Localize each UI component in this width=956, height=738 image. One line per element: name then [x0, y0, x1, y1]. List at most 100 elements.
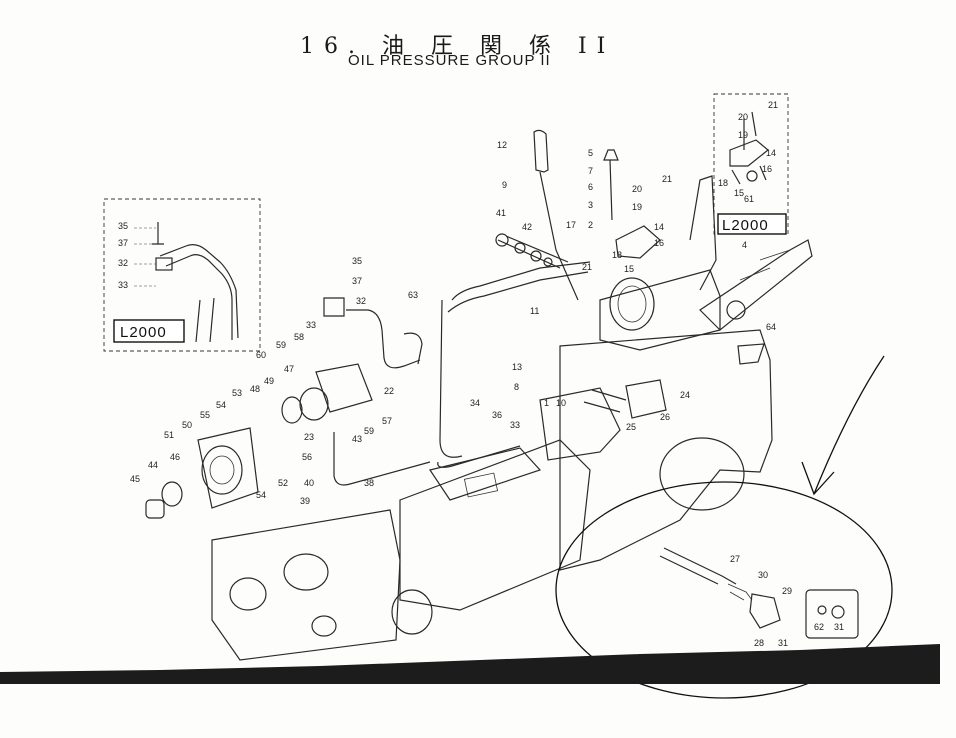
cover-64	[737, 343, 765, 365]
part-callout-c21b: 21	[582, 262, 592, 272]
transmission-housing	[559, 175, 813, 571]
part-callout-c44: 44	[148, 460, 158, 470]
part-callout-c52: 52	[278, 478, 288, 488]
part-callout-c35b: 35	[352, 256, 362, 266]
lift-arm-upright	[689, 175, 717, 291]
cover-23	[299, 387, 329, 421]
right-model-label: L2000	[722, 217, 769, 234]
front-housing-bore-a	[283, 553, 329, 591]
sleeve-45	[145, 499, 165, 519]
part-callout-c31a: 31	[778, 638, 788, 648]
part-callout-c25: 25	[626, 422, 636, 432]
right-model-box	[717, 213, 787, 235]
right-inset-border	[713, 93, 789, 235]
gearbox-bore	[391, 589, 433, 635]
part-callout-c15a: 15	[624, 264, 634, 274]
part-callout-c47: 47	[284, 364, 294, 374]
inset-pin-15	[731, 165, 767, 185]
part-callout-c33b: 33	[510, 420, 520, 430]
part-callout-c27: 27	[730, 554, 740, 564]
part-callout-c59a: 59	[276, 340, 286, 350]
part-callout-c20a: 20	[632, 184, 642, 194]
part-callout-c10: 10	[556, 398, 566, 408]
valve-block-22	[315, 363, 373, 413]
center-body	[391, 387, 621, 635]
pipe-upper	[447, 261, 591, 313]
part-callout-c20b: 20	[738, 112, 748, 122]
part-callout-c21a: 21	[662, 174, 672, 184]
part-callout-c54b: 54	[256, 490, 266, 500]
part-callout-c37a: 37	[118, 238, 128, 248]
shaft-10	[583, 389, 627, 413]
inset-lever-14	[729, 139, 769, 167]
cap-41	[495, 233, 509, 247]
part-callout-c28: 28	[754, 638, 764, 648]
part-callout-c21c: 21	[768, 100, 778, 110]
part-callout-c40: 40	[304, 478, 314, 488]
left-model-label: L2000	[120, 324, 167, 341]
part-callout-c15b: 15	[734, 188, 744, 198]
part-callout-c4: 4	[742, 240, 747, 250]
part-callout-c36: 36	[492, 410, 502, 420]
lever-knob-12	[533, 129, 549, 173]
part-callout-c18a: 18	[612, 250, 622, 260]
pump-face	[201, 445, 243, 495]
lift-arm	[699, 239, 813, 331]
part-callout-c17: 17	[566, 220, 576, 230]
part-callout-c51: 51	[164, 430, 174, 440]
bracket-29	[749, 593, 781, 629]
part-callout-c2: 2	[588, 220, 593, 230]
part-callout-c45: 45	[130, 474, 140, 484]
part-callout-c49: 49	[264, 376, 274, 386]
inset-pipe-32	[159, 244, 239, 340]
hand-drawn-arrow	[801, 355, 885, 496]
part-callout-c24: 24	[680, 390, 690, 400]
front-housing	[211, 509, 401, 661]
part-callout-c34: 34	[470, 398, 480, 408]
part-callout-c16a: 16	[654, 238, 664, 248]
pump-assembly	[145, 297, 373, 519]
clamp-block	[323, 297, 345, 317]
part-callout-c55: 55	[200, 410, 210, 420]
valve-24	[625, 379, 667, 419]
hydraulic-pipes	[333, 261, 591, 486]
lever-rod-9	[539, 171, 579, 301]
part-callout-c12: 12	[497, 140, 507, 150]
part-callout-c5: 5	[588, 148, 593, 158]
part-callout-c48: 48	[250, 384, 260, 394]
part-callout-c6: 6	[588, 182, 593, 192]
part-callout-c7: 7	[588, 166, 593, 176]
part-callout-c29: 29	[782, 586, 792, 596]
part-callout-c23: 23	[304, 432, 314, 442]
left-model-box	[113, 319, 185, 343]
part-callout-c33c: 33	[306, 320, 316, 330]
part-callout-c62: 62	[814, 622, 824, 632]
part-callout-c41: 41	[496, 208, 506, 218]
part-callout-c46: 46	[170, 452, 180, 462]
valve-plate	[539, 387, 621, 461]
lift-arm-boss	[726, 300, 746, 320]
shaft-27	[659, 547, 737, 585]
part-callout-c11: 11	[530, 306, 539, 316]
pipe-38	[333, 432, 431, 486]
lever-plate-14	[615, 225, 661, 259]
part-callout-c60: 60	[256, 350, 266, 360]
part-callout-c58: 58	[294, 332, 304, 342]
right-inset: L2000	[713, 93, 789, 235]
part-callout-c53: 53	[232, 388, 242, 398]
washer-42	[514, 242, 526, 254]
seal-47	[281, 396, 303, 424]
part-callout-c32a: 32	[118, 258, 128, 268]
part-callout-c39: 39	[300, 496, 310, 506]
part-callout-c43: 43	[352, 434, 362, 444]
part-callout-c3: 3	[588, 200, 593, 210]
part-callout-c31b: 31	[834, 622, 844, 632]
part-callout-c16b: 16	[762, 164, 772, 174]
part-callout-c33a: 33	[118, 280, 128, 290]
part-callout-c13: 13	[512, 362, 522, 372]
housing-rear	[559, 329, 773, 571]
control-lever	[495, 129, 765, 419]
gearbox-body	[399, 439, 591, 611]
